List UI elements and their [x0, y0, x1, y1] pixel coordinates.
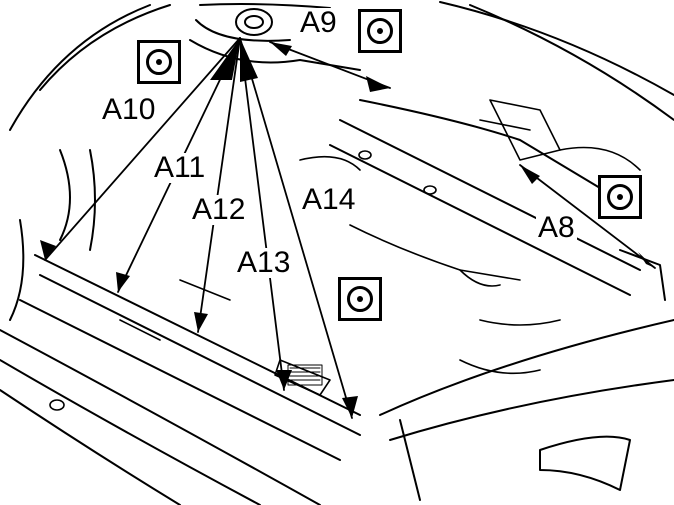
radiator-support: [0, 254, 361, 505]
callout-a8: A8: [536, 211, 577, 244]
target-dot: [617, 194, 623, 200]
right-frame-rail: [329, 99, 666, 301]
callout-a13: A13: [235, 246, 293, 279]
target-square-icon: [338, 277, 382, 321]
callout-a12: A12: [190, 193, 248, 226]
callout-a9: A9: [298, 6, 339, 39]
target-ring: [607, 184, 633, 210]
callout-a11: A11: [152, 151, 208, 184]
target-square-icon: [598, 175, 642, 219]
hood-outline: [9, 1, 674, 131]
target-square-icon: [358, 9, 402, 53]
target-dot: [156, 59, 162, 65]
leader-lines: [44, 37, 656, 419]
callout-a10: A10: [100, 93, 158, 126]
hatched-vent: [287, 364, 323, 386]
arrowheads: [40, 38, 655, 418]
left-frame-rail: [9, 149, 96, 321]
callout-a14: A14: [300, 183, 358, 216]
target-ring: [146, 49, 172, 75]
target-dot: [377, 28, 383, 34]
target-ring: [367, 18, 393, 44]
right-fender: [379, 319, 674, 501]
target-square-icon: [137, 40, 181, 84]
engine-detail: [49, 99, 641, 411]
target-dot: [357, 296, 363, 302]
target-ring: [347, 286, 373, 312]
